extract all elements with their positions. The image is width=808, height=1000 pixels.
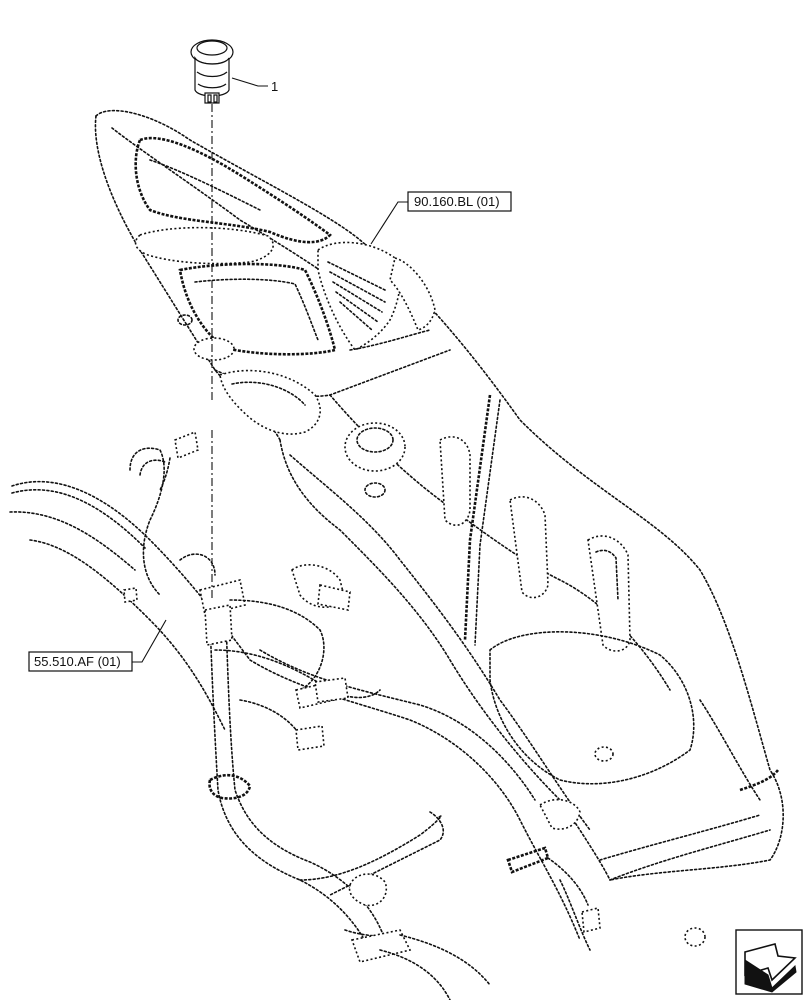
reference-label-dashboard: 90.160.BL (01) [414, 194, 500, 209]
dashboard-console [94, 109, 784, 947]
reference-label-harness: 55.510.AF (01) [34, 654, 121, 669]
callout-number: 1 [271, 79, 278, 94]
callout-1: 1 [231, 77, 278, 94]
switch-panel [317, 241, 436, 352]
wiring-harness [9, 430, 601, 1000]
reference-box-harness[interactable]: 55.510.AF (01) [28, 619, 167, 672]
power-socket-part [190, 39, 234, 104]
reference-box-dashboard[interactable]: 90.160.BL (01) [370, 191, 512, 245]
next-page-arrow-icon[interactable] [735, 929, 803, 995]
